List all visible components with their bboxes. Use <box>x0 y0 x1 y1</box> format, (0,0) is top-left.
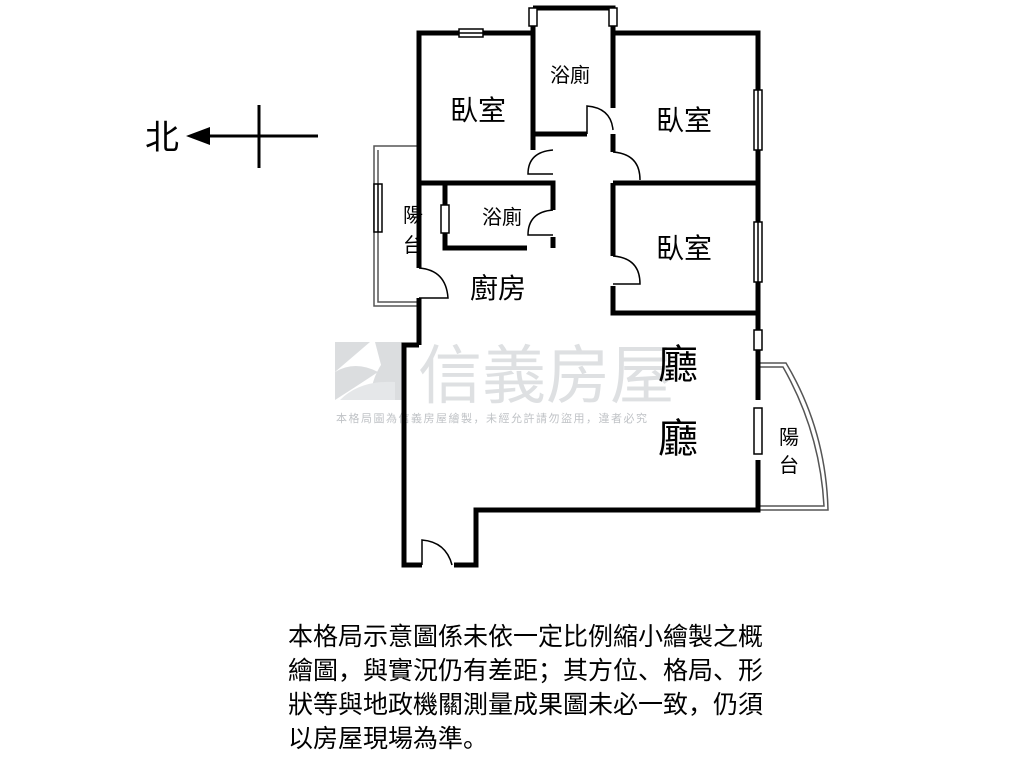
compass-label: 北 <box>145 118 179 158</box>
bedroom-top-right-label: 臥室 <box>656 104 712 137</box>
balcony-west-label: 陽 台 <box>403 203 423 257</box>
living-hall-label: 廳 <box>658 342 698 388</box>
north-compass: 北 <box>145 105 318 168</box>
disclaimer: 本格局示意圖係未依一定比例縮小繪製之概 繪圖，與實況仍有差距；其方位、格局、形 … <box>288 620 888 756</box>
balcony-east-label: 陽 台 <box>779 425 799 477</box>
disclaimer-line: 以房屋現場為準。 <box>288 724 489 753</box>
balcony-west-char-2: 台 <box>403 233 423 257</box>
disclaimer-line: 本格局示意圖係未依一定比例縮小繪製之概 <box>288 622 764 651</box>
doors <box>418 105 641 566</box>
watermark: 信義房屋 本格局圖為信義房屋繪製，未經允許請勿盜用，違者必究 <box>335 340 674 425</box>
disclaimer-line: 狀等與地政機關測量成果圖未必一致，仍須 <box>288 690 764 719</box>
bedroom-top-left-label: 臥室 <box>450 94 506 127</box>
disclaimer-line: 繪圖，與實況仍有差距；其方位、格局、形 <box>288 656 764 685</box>
walls <box>401 5 761 568</box>
kitchen-label: 廚房 <box>470 272 526 305</box>
watermark-brand: 信義房屋 <box>418 340 674 414</box>
bathroom-top-label: 浴廁 <box>550 63 590 87</box>
balcony-east-char-1: 陽 <box>779 425 799 449</box>
bathroom-middle-label: 浴廁 <box>482 205 522 229</box>
balcony-east-char-2: 台 <box>779 453 799 477</box>
north-arrow-icon <box>186 127 210 145</box>
room-labels: 臥室 浴廁 臥室 浴廁 臥室 廚房 廳 廳 <box>450 63 712 462</box>
bedroom-middle-right-label: 臥室 <box>656 232 712 265</box>
brand-logo <box>335 342 402 400</box>
windows <box>373 7 763 455</box>
dining-hall-label: 廳 <box>658 416 698 462</box>
balcony-west-char-1: 陽 <box>403 203 423 227</box>
watermark-notice: 本格局圖為信義房屋繪製，未經允許請勿盜用，違者必究 <box>336 411 649 425</box>
